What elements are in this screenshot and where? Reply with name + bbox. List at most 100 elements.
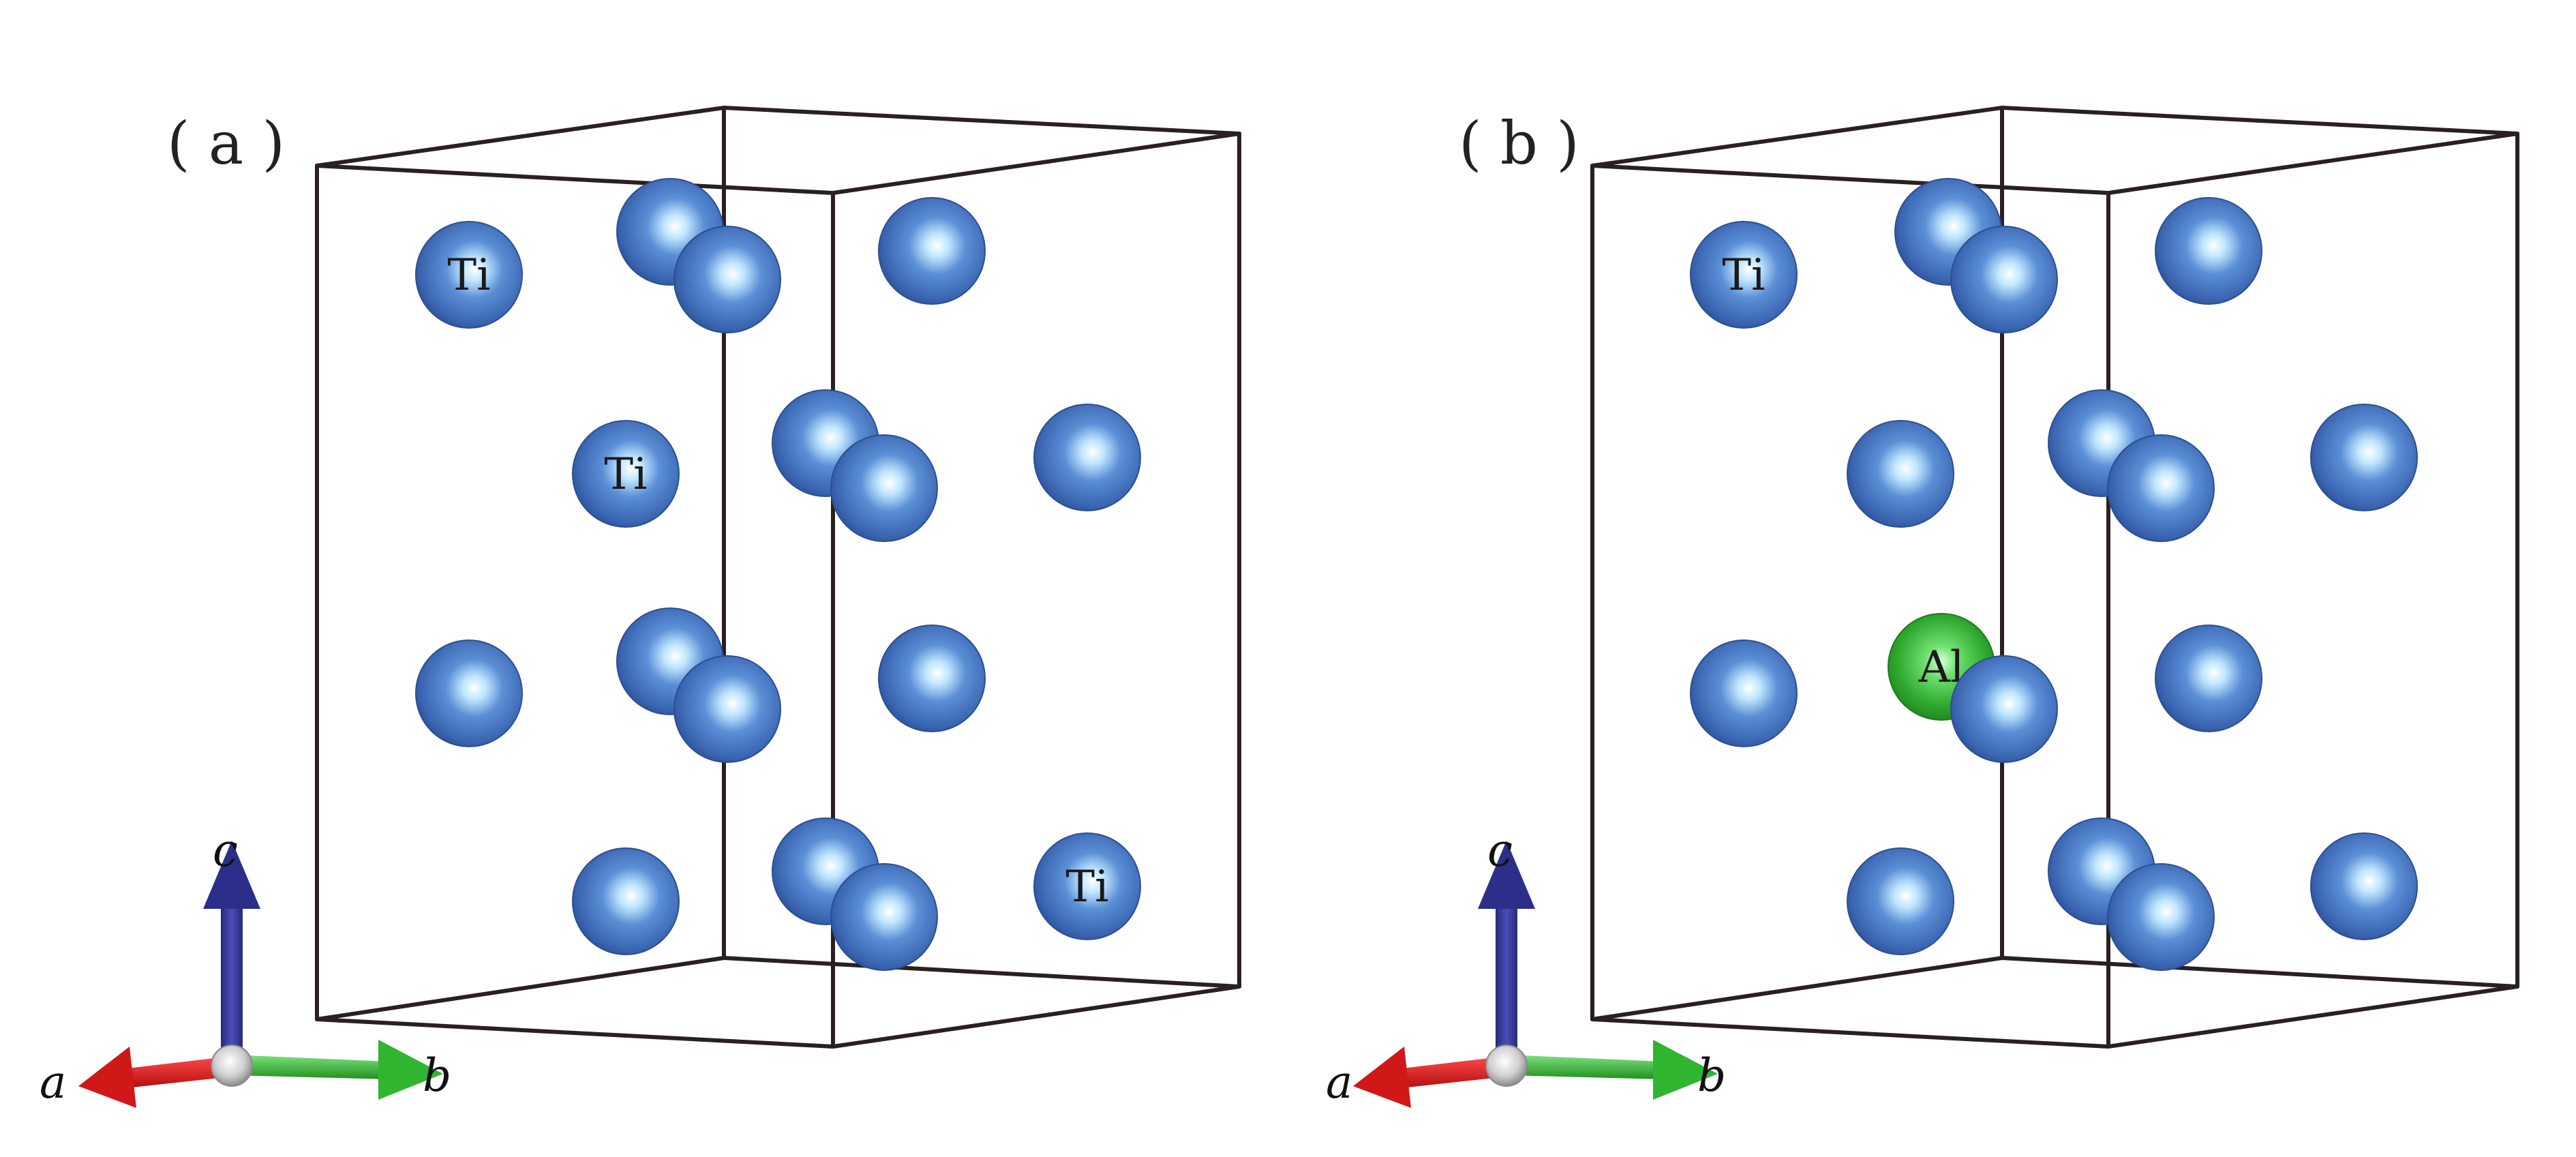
atom-ti <box>1033 404 1141 511</box>
axis-c-arrowhead <box>203 841 260 909</box>
axis-origin-sphere <box>1485 1045 1528 1087</box>
axis-label-b: b <box>423 1049 451 1102</box>
cell-edge-front-top <box>315 164 835 195</box>
cell-edge-top-back <box>2000 106 2519 136</box>
atom-sphere <box>2310 404 2418 511</box>
atom-label: Ti <box>447 250 490 301</box>
axis-c-shaft <box>221 902 243 1066</box>
atom-sphere <box>830 863 938 971</box>
atom-sphere <box>1033 404 1141 511</box>
atom-sphere <box>878 625 986 732</box>
atom-sphere <box>878 197 986 305</box>
atom-ti <box>2155 625 2262 732</box>
atom-sphere <box>572 420 680 528</box>
atom-ti <box>1690 640 1798 747</box>
cell-edge-front-bottom <box>315 1017 835 1049</box>
atom-sphere <box>673 226 781 333</box>
atom-ti <box>2107 434 2215 542</box>
atom-sphere <box>1847 420 1954 528</box>
unit-cell-front-edges <box>315 106 1241 1049</box>
axis-label-b: b <box>1697 1049 1726 1102</box>
atom-sphere <box>1847 847 1954 955</box>
axis-b-arrowhead <box>378 1040 443 1100</box>
axis-arrows <box>78 841 443 1108</box>
panel-label: ( a ) <box>167 110 285 178</box>
atom-sphere <box>572 847 680 955</box>
cell-edge-top-left <box>1590 106 2004 168</box>
axis-b-shaft <box>1506 1055 1663 1079</box>
atom-sphere <box>1033 832 1141 940</box>
atom-sphere <box>1950 655 2058 763</box>
cell-edge-back-left-bottom <box>315 956 726 1021</box>
atom-ti <box>415 640 523 747</box>
cell-edge-back-bottom <box>722 956 1241 989</box>
atom-sphere <box>1690 221 1798 329</box>
cell-edge-top-right <box>2106 132 2519 195</box>
atom-sphere <box>673 655 781 763</box>
axis-label-a: a <box>40 1056 66 1109</box>
axis-c-arrowhead <box>1478 841 1535 909</box>
atom-ti: Ti <box>415 221 523 329</box>
cell-edge-front-top <box>1590 164 2110 195</box>
axis-a-arrowhead <box>78 1047 136 1108</box>
atom-ti <box>1847 847 1954 955</box>
axis-a-shaft <box>116 1056 232 1089</box>
cell-edge-bottom-right <box>2106 985 2519 1049</box>
cell-edge-bottom-right <box>831 985 1241 1049</box>
axis-triad: c a b <box>40 824 451 1109</box>
atom-sphere <box>830 434 938 542</box>
atom-label: Ti <box>1722 250 1765 301</box>
atom-sphere <box>1950 226 2058 333</box>
cell-edge-front-bottom <box>1590 1017 2110 1049</box>
axis-a-arrowhead <box>1353 1047 1411 1108</box>
axis-a-shaft <box>1391 1056 1506 1089</box>
atom-sphere <box>415 221 523 329</box>
atom-ti <box>2155 197 2262 305</box>
atom-ti <box>2310 832 2418 940</box>
atom-sphere <box>2107 863 2215 971</box>
atom-ti <box>673 655 781 763</box>
atom-ti: Ti <box>572 420 680 528</box>
atom-ti <box>1847 420 1954 528</box>
atom-ti <box>2310 404 2418 511</box>
atom-ti <box>2107 863 2215 971</box>
atom-ti <box>830 863 938 971</box>
atom-ti: Ti <box>1690 221 1798 329</box>
axis-origin-sphere <box>211 1045 253 1087</box>
axis-label-c: c <box>1487 824 1513 877</box>
axis-triad: c a b <box>1326 824 1726 1109</box>
atom-label: Ti <box>1065 862 1108 912</box>
cell-edge-top-back <box>722 106 1241 136</box>
cell-edge-back-bottom <box>2000 956 2519 989</box>
axis-arrows <box>1353 841 1718 1108</box>
atom-sphere <box>2107 434 2215 542</box>
atom-ti <box>1950 655 2058 763</box>
panel-label: ( b ) <box>1459 110 1579 178</box>
atom-sphere <box>1690 640 1798 747</box>
atom-ti <box>572 847 680 955</box>
axis-label-a: a <box>1326 1056 1352 1109</box>
axis-b-shaft <box>232 1055 389 1079</box>
atom-ti <box>830 434 938 542</box>
cell-edge-back-left-bottom <box>1590 956 2004 1021</box>
atom-ti <box>673 226 781 333</box>
atom-ti <box>1950 226 2058 333</box>
atom-sphere <box>2155 625 2262 732</box>
axis-label-c: c <box>213 824 238 877</box>
cell-edge-top-right <box>831 132 1241 195</box>
atom-sphere <box>2310 832 2418 940</box>
atom-sphere <box>415 640 523 747</box>
atom-ti <box>878 197 986 305</box>
axis-b-arrowhead <box>1653 1040 1718 1100</box>
cell-edge-top-left <box>315 106 726 168</box>
atom-sphere <box>2155 197 2262 305</box>
atom-label: Ti <box>604 449 647 500</box>
atom-ti: Ti <box>1033 832 1141 940</box>
atom-ti <box>878 625 986 732</box>
axis-c-shaft <box>1496 902 1517 1066</box>
